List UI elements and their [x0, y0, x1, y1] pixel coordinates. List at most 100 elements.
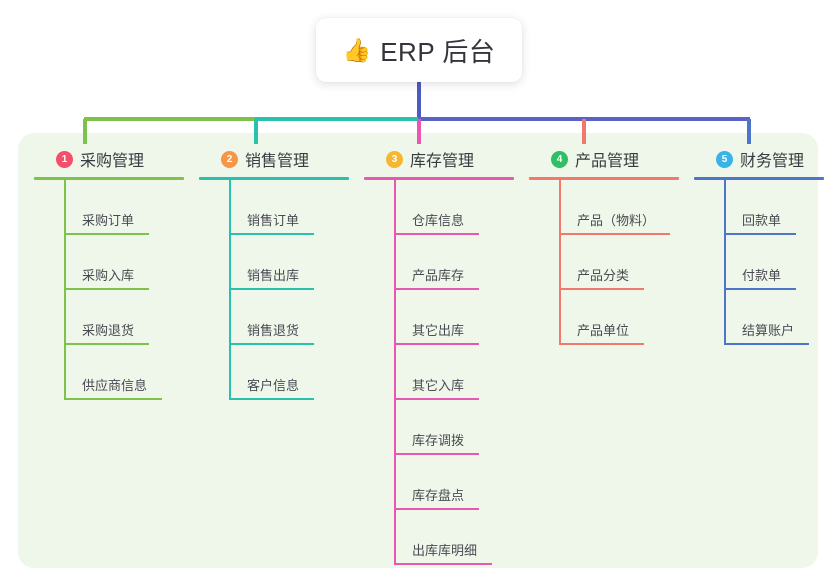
leaf-item[interactable]: 结算账户	[694, 290, 824, 345]
branch-spine	[559, 180, 561, 345]
mindmap-panel	[18, 133, 818, 568]
leaf-item[interactable]: 库存盘点	[364, 455, 514, 510]
leaf-underline	[394, 343, 479, 345]
branch-column-2: 2 销售管理销售订单销售出库销售退货客户信息	[199, 145, 349, 400]
leaf-label: 仓库信息	[412, 213, 465, 228]
branch-title: 销售管理	[245, 153, 310, 170]
branch-underline	[199, 177, 349, 180]
leaf-underline	[394, 563, 492, 565]
leaf-item[interactable]: 采购订单	[34, 180, 184, 235]
leaf-item[interactable]: 产品（物料）	[529, 180, 679, 235]
leaf-underline	[559, 233, 670, 235]
branch-title: 采购管理	[80, 153, 145, 170]
branch-spine	[724, 180, 726, 345]
leaf-label: 回款单	[742, 213, 782, 228]
leaf-item[interactable]: 其它入库	[364, 345, 514, 400]
leaf-underline	[64, 343, 149, 345]
leaf-item[interactable]: 销售出库	[199, 235, 349, 290]
leaf-item[interactable]: 产品单位	[529, 290, 679, 345]
leaf-label: 库存盘点	[412, 488, 465, 503]
leaf-item[interactable]: 付款单	[694, 235, 824, 290]
leaf-underline	[559, 288, 644, 290]
leaf-item[interactable]: 销售退货	[199, 290, 349, 345]
branch-column-5: 5 财务管理回款单付款单结算账户	[694, 145, 824, 345]
leaf-underline	[394, 288, 479, 290]
leaf-underline	[229, 233, 314, 235]
branch-number-badge: 2	[221, 150, 238, 168]
branch-number-badge: 4	[551, 150, 568, 168]
leaf-underline	[394, 398, 479, 400]
leaf-underline	[724, 288, 796, 290]
leaf-label: 库存调拨	[412, 433, 465, 448]
leaf-label: 产品库存	[412, 268, 465, 283]
leaf-item[interactable]: 其它出库	[364, 290, 514, 345]
branch-leaf-list: 采购订单采购入库采购退货供应商信息	[34, 180, 184, 400]
leaf-label: 销售退货	[247, 323, 300, 338]
leaf-item[interactable]: 供应商信息	[34, 345, 184, 400]
branch-spine	[64, 180, 66, 400]
branch-leaf-list: 产品（物料） 产品分类产品单位	[529, 180, 679, 345]
leaf-underline	[724, 343, 809, 345]
root-title: ERP 后台	[380, 36, 496, 67]
leaf-label: 销售出库	[247, 268, 300, 283]
leaf-label: 产品分类	[577, 268, 630, 283]
leaf-label: 结算账户	[742, 323, 795, 338]
leaf-item[interactable]: 回款单	[694, 180, 824, 235]
branch-title: 产品管理	[575, 153, 640, 170]
leaf-item[interactable]: 出库库明细	[364, 510, 514, 565]
leaf-item[interactable]: 采购入库	[34, 235, 184, 290]
branch-number-badge: 1	[56, 150, 73, 168]
branch-header-4[interactable]: 4 产品管理	[529, 145, 679, 173]
leaf-underline	[64, 233, 149, 235]
leaf-underline	[559, 343, 644, 345]
branch-spine	[229, 180, 231, 400]
branch-column-4: 4 产品管理产品（物料） 产品分类产品单位	[529, 145, 679, 345]
leaf-underline	[394, 453, 479, 455]
leaf-label: 产品（物料）	[577, 213, 656, 228]
leaf-label: 采购入库	[82, 268, 135, 283]
branch-header-2[interactable]: 2 销售管理	[199, 145, 349, 173]
leaf-label: 采购订单	[82, 213, 135, 228]
leaf-label: 出库库明细	[412, 543, 478, 558]
leaf-label: 客户信息	[247, 378, 300, 393]
branch-title: 财务管理	[740, 153, 805, 170]
leaf-item[interactable]: 产品库存	[364, 235, 514, 290]
leaf-label: 其它入库	[412, 378, 465, 393]
root-node-card[interactable]: 👍 ERP 后台	[316, 18, 522, 82]
branch-spine	[394, 180, 396, 565]
branch-leaf-list: 回款单付款单结算账户	[694, 180, 824, 345]
leaf-label: 供应商信息	[82, 378, 148, 393]
leaf-underline	[724, 233, 796, 235]
branch-leaf-list: 仓库信息产品库存其它出库其它入库库存调拨库存盘点出库库明细	[364, 180, 514, 565]
branch-column-1: 1 采购管理采购订单采购入库采购退货供应商信息	[34, 145, 184, 400]
branch-title: 库存管理	[410, 153, 475, 170]
leaf-label: 其它出库	[412, 323, 465, 338]
leaf-label: 产品单位	[577, 323, 630, 338]
leaf-item[interactable]: 客户信息	[199, 345, 349, 400]
leaf-underline	[229, 288, 314, 290]
leaf-item[interactable]: 销售订单	[199, 180, 349, 235]
leaf-item[interactable]: 产品分类	[529, 235, 679, 290]
branch-underline	[694, 177, 824, 180]
root-node-content: 👍 ERP 后台	[343, 32, 496, 69]
leaf-item[interactable]: 库存调拨	[364, 400, 514, 455]
leaf-underline	[64, 398, 162, 400]
leaf-underline	[229, 343, 314, 345]
leaf-item[interactable]: 仓库信息	[364, 180, 514, 235]
leaf-underline	[64, 288, 149, 290]
branch-underline	[529, 177, 679, 180]
leaf-label: 销售订单	[247, 213, 300, 228]
branch-header-1[interactable]: 1 采购管理	[34, 145, 184, 173]
branch-underline	[34, 177, 184, 180]
branch-column-3: 3 库存管理仓库信息产品库存其它出库其它入库库存调拨库存盘点出库库明细	[364, 145, 514, 565]
branch-number-badge: 5	[716, 150, 733, 168]
branch-underline	[364, 177, 514, 180]
leaf-item[interactable]: 采购退货	[34, 290, 184, 345]
leaf-label: 付款单	[742, 268, 782, 283]
branch-number-badge: 3	[386, 150, 403, 168]
branch-header-3[interactable]: 3 库存管理	[364, 145, 514, 173]
branch-leaf-list: 销售订单销售出库销售退货客户信息	[199, 180, 349, 400]
leaf-underline	[394, 508, 479, 510]
branch-header-5[interactable]: 5 财务管理	[694, 145, 824, 173]
